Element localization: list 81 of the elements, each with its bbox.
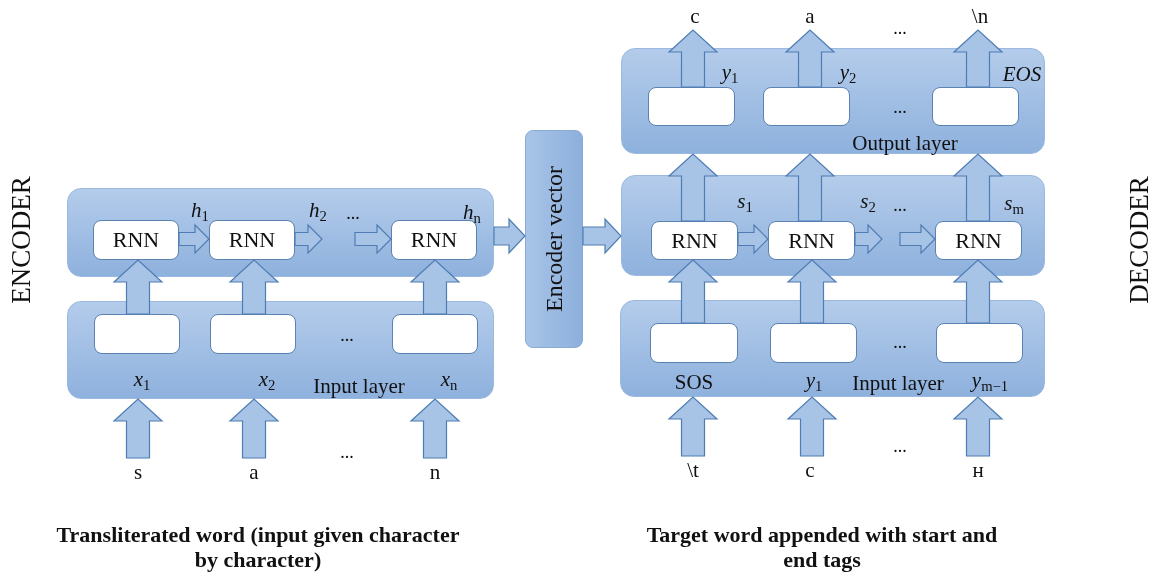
cell-label: RNN [228,229,276,251]
cell-label: RNN [955,229,1002,252]
state-label: y$_{1}$ [805,370,823,394]
state-label: EOS [1002,63,1042,85]
ellipsis-text: ... [893,435,907,457]
ellipsis-text: ... [893,96,907,118]
caption-text: Target word appended with start and end tags [645,521,999,573]
block-arrow [667,259,719,324]
block-arrow [952,29,1004,88]
block-arrow [952,396,1004,457]
state-label: s$_{2}$ [860,191,876,215]
block-arrow [786,259,838,324]
layer-label: Input layer [313,375,405,397]
state-label: y$_{1}$ [721,62,739,86]
state-label: x$_{2}$ [258,369,276,393]
character-label: a [249,461,259,483]
state-label: y$_{m−1}$ [971,370,1009,394]
layer-panel [621,48,1045,154]
block-arrow [952,259,1004,324]
block-arrow [784,153,836,222]
block-arrow [667,396,719,457]
ellipsis-text: ... [340,441,354,463]
layer-panel [67,301,494,399]
block-arrow [228,259,280,315]
block-arrow [354,223,392,255]
block-arrow [228,398,280,459]
block-arrow [854,223,883,255]
character-label: n [429,461,441,483]
encoder-vector-label: Encoder vector [542,166,566,312]
layer-panel [620,300,1045,397]
state-label: x$_{1}$ [133,369,151,393]
caption-text: Transliterated word (input given character by character) [55,521,461,573]
ellipsis-text: ... [346,202,360,224]
layer-label: Output layer [852,132,958,154]
layer-label: Input layer [852,372,944,394]
rnn-cell [209,220,295,260]
character-label: н [972,459,984,481]
layer-panel [67,188,494,277]
block-arrow [294,223,323,255]
rnn-cell [93,220,179,260]
cell-label: RNN [788,229,835,252]
block-arrow [667,29,719,88]
character-label: c [805,459,815,481]
ellipsis-text: ... [893,331,907,353]
state-label: s$_{1}$ [737,191,753,215]
character-label: c [690,5,700,27]
cell-label: RNN [410,229,458,251]
block-arrow [737,223,769,255]
state-label: SOS [674,371,714,393]
character-label: \n [971,5,989,27]
block-arrow [899,223,936,255]
character-label: s [133,461,143,483]
state-label: h$_{n}$ [463,202,481,226]
state-label: y$_{2}$ [839,62,857,86]
side-title: ENCODER [6,176,38,304]
block-arrow [409,259,461,315]
block-arrow [112,259,164,315]
ellipsis-text: ... [893,194,907,216]
block-arrow [409,398,461,459]
block-arrow [952,153,1004,222]
block-arrow [784,29,836,88]
character-label: \t [687,459,699,481]
character-label: a [805,5,815,27]
rnn-cell [768,221,855,260]
state-label: h$_{2}$ [309,200,327,224]
block-arrow [667,153,719,222]
block-arrow [178,223,210,255]
block-arrow [582,217,622,255]
ellipsis-text: ... [893,17,907,39]
side-title: DECODER [1124,176,1156,304]
encoder-vector-box [525,130,583,348]
rnn-cell [651,221,738,260]
state-label: x$_{n}$ [440,369,458,393]
block-arrow [786,396,838,457]
ellipsis-text: ... [340,324,354,346]
state-label: h$_{1}$ [191,200,209,224]
block-arrow [112,398,164,459]
cell-label: RNN [671,229,718,252]
block-arrow [493,217,526,255]
cell-label: RNN [112,229,160,251]
state-label: s$_{m}$ [1004,193,1024,217]
